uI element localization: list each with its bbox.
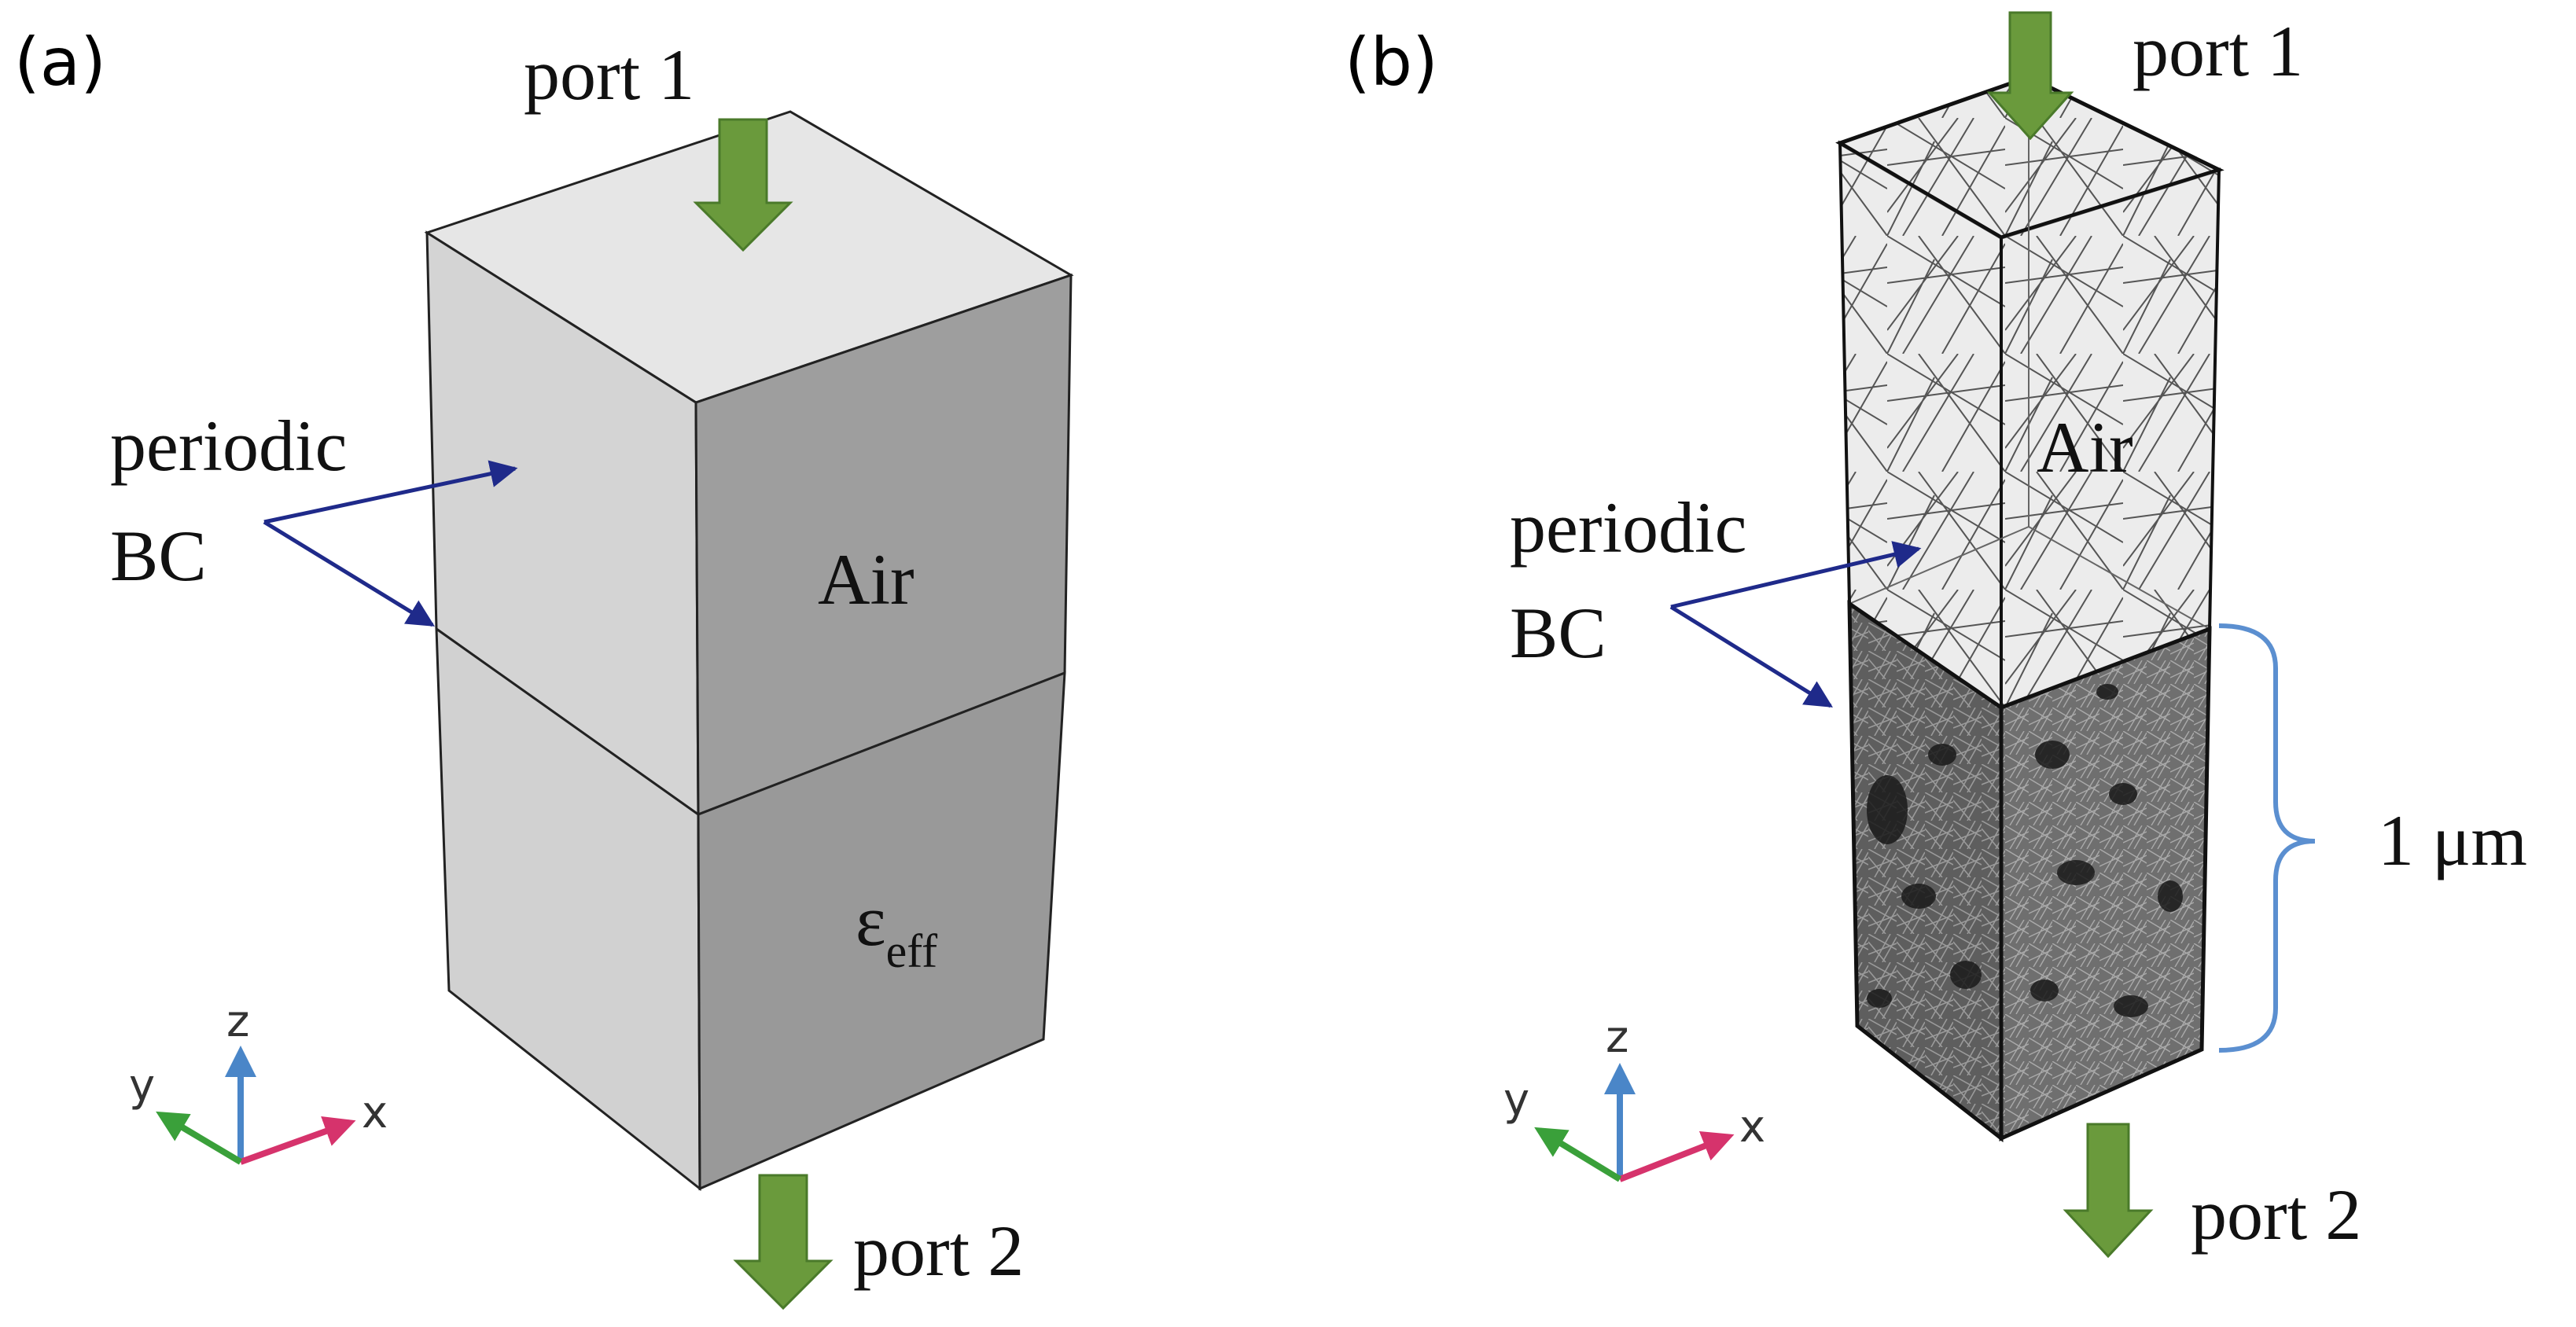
panel-b-dimension-label: 1 μm — [2378, 800, 2527, 880]
panel-b-air-label: Air — [2037, 407, 2133, 487]
panel-a-eps-base: ε — [856, 880, 886, 961]
panel-a-bc-line1: periodic — [110, 406, 347, 486]
panel-b-bc-arrow-lower — [1669, 605, 1833, 708]
panel-a: (a) port 1 port 2 periodic BC Air εeff — [14, 24, 1074, 1310]
panel-b-z-label: z — [1606, 1012, 1628, 1063]
panel-b-bc-line1: periodic — [1510, 487, 1746, 568]
panel-b-port1-arrow — [1986, 11, 2074, 141]
panel-a-y-axis — [156, 1111, 243, 1165]
panel-a-bc-arrow-edge — [263, 520, 435, 627]
panel-a-axes: z x y — [129, 996, 388, 1165]
panel-b-pores — [1867, 684, 2183, 1017]
panel-a-x-axis — [239, 1116, 356, 1165]
panel-b-axes: z x y — [1503, 1012, 1765, 1182]
panel-b-x-axis — [1618, 1131, 1735, 1182]
panel-a-label: (a) — [14, 24, 106, 101]
panel-b-bc-line2: BC — [1510, 593, 1606, 673]
panel-a-port1-label: port 1 — [524, 35, 694, 115]
panel-a-air-label: Air — [818, 539, 914, 619]
panel-b-air-region — [1835, 75, 2225, 711]
panel-a-port1-arrow — [693, 118, 793, 252]
panel-b-y-axis — [1534, 1127, 1622, 1182]
panel-b-right-lower-face — [1999, 626, 2212, 1141]
panel-a-port2-label: port 2 — [853, 1211, 1024, 1291]
panel-a-right-face-lower — [697, 671, 1066, 1191]
panel-b-dimension-bracket — [2218, 623, 2316, 1053]
panel-a-eps-sub: eff — [886, 925, 938, 977]
panel-a-bc-line2: BC — [110, 516, 207, 596]
panel-b-port1-label: port 1 — [2133, 11, 2303, 91]
panel-b: (b) — [1345, 11, 2527, 1259]
panel-a-bc-arrow-face — [263, 460, 518, 524]
panel-b-material-region — [1847, 600, 2212, 1143]
panel-b-y-label: y — [1503, 1075, 1529, 1126]
panel-b-x-label: x — [1739, 1101, 1765, 1152]
panel-b-label: (b) — [1345, 24, 1438, 101]
panel-b-port2-label: port 2 — [2191, 1174, 2361, 1255]
panel-b-bc-arrow-upper — [1670, 541, 1922, 609]
panel-a-eps-label: εeff — [856, 880, 937, 977]
panel-a-box — [424, 110, 1074, 1192]
panel-a-port2-arrow — [733, 1174, 834, 1310]
panel-b-port2-arrow — [2063, 1123, 2154, 1259]
panel-a-x-label: x — [362, 1087, 388, 1138]
panel-a-y-label: y — [129, 1060, 155, 1112]
panel-a-z-label: z — [226, 996, 249, 1047]
